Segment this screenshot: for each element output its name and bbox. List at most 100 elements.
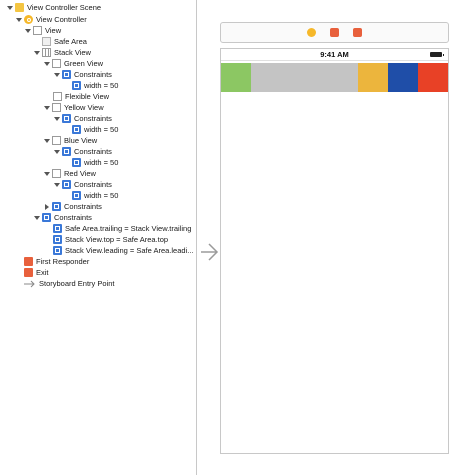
outline-item-constraint-trailing[interactable]: Safe Area.trailing = Stack View.trailing [53, 223, 191, 234]
constraint-icon [72, 191, 81, 200]
outline-item-label: Green View [64, 59, 104, 68]
blue-view[interactable] [388, 63, 418, 92]
outline-item-red-view[interactable]: Red View [43, 168, 96, 179]
outline-item-label: Safe Area.trailing = Stack View.trailing [65, 224, 192, 233]
outline-item-stack-constraints[interactable]: Constraints [43, 201, 102, 212]
outline-item-green-width[interactable]: width = 50 [72, 80, 118, 91]
disclosure-open-icon[interactable] [43, 137, 51, 145]
safe-area-icon [42, 37, 51, 46]
outline-item-label: width = 50 [84, 158, 119, 167]
outline-item-yellow-view[interactable]: Yellow View [43, 102, 104, 113]
green-view[interactable] [221, 63, 251, 92]
outline-item-label: Stack View [54, 48, 91, 57]
outline-item-entry-point[interactable]: Storyboard Entry Point [24, 278, 114, 289]
first-responder-icon[interactable] [330, 28, 339, 37]
outline-item-flexible-view[interactable]: Flexible View [53, 91, 109, 102]
disclosure-open-icon[interactable] [53, 148, 61, 156]
disclosure-open-icon[interactable] [53, 181, 61, 189]
constraint-icon [72, 158, 81, 167]
constraints-icon [42, 213, 51, 222]
stack-view-icon [42, 48, 51, 57]
outline-item-label: Flexible View [65, 92, 110, 101]
outline-item-yellow-constraints[interactable]: Constraints [53, 113, 112, 124]
outline-item-first-responder[interactable]: First Responder [24, 256, 89, 267]
disclosure-open-icon[interactable] [24, 27, 32, 35]
outline-item-label: width = 50 [84, 125, 119, 134]
outline-item-label: Constraints [74, 180, 112, 189]
outline-item-safe-area[interactable]: Safe Area [42, 36, 87, 47]
view-icon [52, 169, 61, 178]
outline-item-label: width = 50 [84, 191, 119, 200]
constraint-icon [72, 125, 81, 134]
constraints-icon [62, 180, 71, 189]
battery-icon [430, 52, 444, 57]
view-icon [52, 136, 61, 145]
view-icon [52, 59, 61, 68]
view-icon [52, 103, 61, 112]
outline-item-label: Stack View.top = Safe Area.top [65, 235, 169, 244]
constraints-icon [62, 70, 71, 79]
disclosure-closed-icon[interactable] [43, 203, 51, 211]
outline-item-exit[interactable]: Exit [24, 267, 49, 278]
constraint-icon [53, 235, 62, 244]
view-icon [53, 92, 62, 101]
exit-icon[interactable] [353, 28, 362, 37]
outline-item-label: Stack View.leading = Safe Area.leadi... [65, 246, 194, 255]
disclosure-open-icon[interactable] [15, 16, 23, 24]
outline-item-label: View [45, 26, 62, 35]
outline-item-label: Yellow View [64, 103, 104, 112]
scene-dock [220, 22, 449, 43]
outline-item-label: Constraints [54, 213, 92, 222]
constraint-icon [53, 246, 62, 255]
outline-item-blue-view[interactable]: Blue View [43, 135, 97, 146]
flexible-view[interactable] [251, 63, 358, 92]
red-view[interactable] [418, 63, 448, 92]
scene-icon [15, 3, 24, 12]
constraints-icon [62, 114, 71, 123]
outline-item-label: Safe Area [54, 37, 87, 46]
outline-item-green-view[interactable]: Green View [43, 58, 103, 69]
stack-view[interactable] [221, 63, 448, 92]
outline-item-yellow-width[interactable]: width = 50 [72, 124, 118, 135]
outline-item-red-width[interactable]: width = 50 [72, 190, 118, 201]
outline-item-constraint-top[interactable]: Stack View.top = Safe Area.top [53, 234, 168, 245]
disclosure-open-icon[interactable] [43, 104, 51, 112]
constraint-icon [72, 81, 81, 90]
disclosure-open-icon[interactable] [53, 71, 61, 79]
outline-item-view-constraints[interactable]: Constraints [33, 212, 92, 223]
yellow-view[interactable] [358, 63, 388, 92]
outline-item-scene[interactable]: View Controller Scene [6, 2, 101, 13]
view-controller-icon[interactable] [307, 28, 316, 37]
disclosure-open-icon[interactable] [43, 60, 51, 68]
document-outline: View Controller Scene View Controller Vi… [0, 0, 197, 475]
constraint-icon [53, 224, 62, 233]
outline-item-label: Blue View [64, 136, 98, 145]
outline-item-label: View Controller [36, 15, 87, 24]
outline-item-label: Red View [64, 169, 96, 178]
constraints-icon [62, 147, 71, 156]
outline-item-view[interactable]: View [24, 25, 61, 36]
disclosure-open-icon[interactable] [33, 49, 41, 57]
device-frame[interactable]: 9:41 AM [220, 48, 449, 454]
disclosure-open-icon[interactable] [43, 170, 51, 178]
disclosure-open-icon[interactable] [53, 115, 61, 123]
outline-item-view-controller[interactable]: View Controller [15, 14, 87, 25]
status-time: 9:41 AM [320, 50, 349, 59]
outline-item-label: Constraints [64, 202, 102, 211]
outline-item-stack-view[interactable]: Stack View [33, 47, 91, 58]
outline-item-label: Constraints [74, 147, 112, 156]
outline-item-red-constraints[interactable]: Constraints [53, 179, 112, 190]
outline-item-label: View Controller Scene [27, 3, 102, 12]
outline-item-blue-constraints[interactable]: Constraints [53, 146, 112, 157]
outline-item-green-constraints[interactable]: Constraints [53, 69, 112, 80]
outline-item-label: Constraints [74, 114, 112, 123]
arrow-right-icon [24, 279, 36, 288]
exit-icon [24, 268, 33, 277]
outline-item-label: First Responder [36, 257, 90, 266]
outline-item-blue-width[interactable]: width = 50 [72, 157, 118, 168]
view-controller-icon [24, 15, 33, 24]
disclosure-open-icon[interactable] [33, 214, 41, 222]
disclosure-open-icon[interactable] [6, 4, 14, 12]
outline-item-constraint-leading[interactable]: Stack View.leading = Safe Area.leadi... [53, 245, 194, 256]
entry-point-arrow-icon[interactable] [201, 242, 219, 262]
